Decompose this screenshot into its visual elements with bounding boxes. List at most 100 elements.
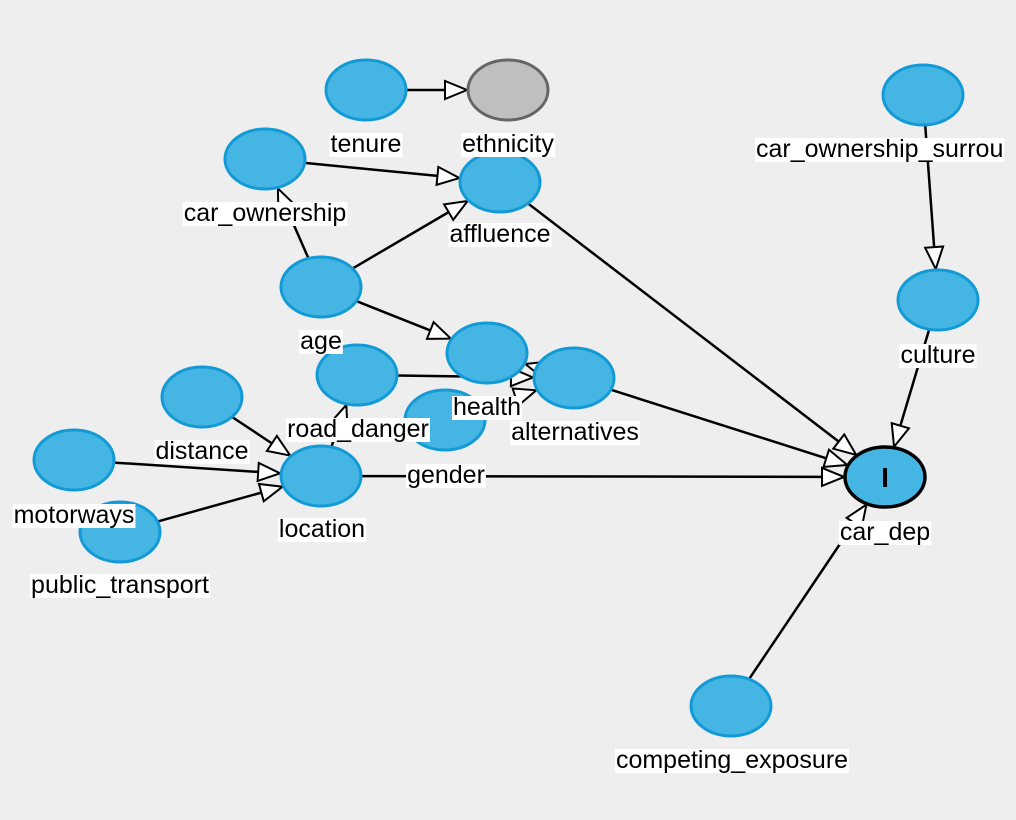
arrowhead [822,448,850,468]
label-background [277,518,367,542]
label-background [614,749,850,773]
node-label: culture [900,341,975,369]
edge-alternatives-to-car_dep [610,388,850,468]
label-road_danger: road_danger [286,415,430,443]
node-road_danger[interactable] [315,343,399,407]
edge-public_transport-to-location [157,482,286,523]
label-public_transport: public_transport [30,571,210,599]
node-label: affluence [449,220,550,248]
node-location[interactable] [279,444,363,508]
edge-line [113,461,259,474]
node-label: public_transport [31,571,209,599]
label-background [451,396,523,420]
arrowhead [257,482,286,503]
node-affluence[interactable] [458,150,542,214]
arrowhead [890,421,911,450]
node-ellipse[interactable] [458,150,542,214]
edge-line [351,211,450,270]
label-distance: distance [154,437,250,465]
node-ellipse[interactable] [532,346,616,410]
label-tenure: tenure [329,130,403,158]
label-health: health [451,393,523,421]
node-ethnicity[interactable] [466,58,550,122]
label-background [154,440,250,464]
node-label: tenure [331,130,402,158]
edge-line [304,161,438,178]
label-background [299,330,343,354]
node-distance[interactable] [160,365,244,429]
label-background [12,504,136,528]
node-ellipse[interactable] [445,321,529,385]
label-competing_exposure: competing_exposure [614,746,850,774]
arrowhead [256,461,283,483]
node-label: location [279,515,365,543]
node-ellipse[interactable] [32,428,116,492]
node-ellipse[interactable] [843,445,927,509]
node-ellipse[interactable] [223,127,307,191]
arrowhead [923,245,945,272]
node-ellipse[interactable] [315,343,399,407]
label-background [286,418,430,442]
label-background [448,223,552,247]
node-ellipse[interactable] [896,268,980,332]
nodes-layer: I [32,58,980,738]
node-ellipse[interactable] [324,58,408,122]
label-car_ownership_surround: car_ownership_surrou [755,135,1005,163]
node-alternatives[interactable] [532,346,616,410]
edge-age-to-health [355,299,454,340]
label-alternatives: alternatives [510,418,640,446]
node-label: car_ownership_surrou [756,135,1003,163]
label-gender: gender [406,461,486,489]
node-health[interactable] [445,321,529,385]
edge-line [355,299,431,332]
arrowhead [444,79,470,101]
node-ellipse[interactable] [279,255,363,319]
label-background [461,133,556,157]
edge-line [231,415,273,445]
node-ellipse[interactable] [466,58,550,122]
arrowhead [820,466,847,488]
label-age: age [299,327,343,355]
label-location: location [277,515,367,543]
arrowhead [265,434,293,458]
label-background [406,464,486,488]
label-background [899,344,977,368]
node-age[interactable] [279,255,363,319]
label-background [329,133,403,157]
node-ellipse[interactable] [881,63,965,127]
label-culture: culture [899,341,977,369]
node-culture[interactable] [896,268,980,332]
edge-distance-to-location [231,415,293,458]
edge-tenure-to-ethnicity [406,79,470,101]
node-label: distance [155,437,248,465]
node-motorways[interactable] [32,428,116,492]
edge-line [610,388,827,460]
label-background [182,202,348,226]
label-ethnicity: ethnicity [461,130,556,158]
node-car_ownership[interactable] [223,127,307,191]
node-car_ownership_surround[interactable] [881,63,965,127]
node-tenure[interactable] [324,58,408,122]
label-background [838,521,932,545]
node-label: health [453,393,521,421]
node-ellipse[interactable] [160,365,244,429]
node-label: motorways [14,501,135,529]
edge-line [157,491,262,523]
node-label: ethnicity [462,130,554,158]
node-label: alternatives [511,418,639,446]
edge-age-to-affluence [351,199,470,270]
node-ellipse[interactable] [279,444,363,508]
node-ellipse[interactable] [689,674,773,738]
edge-motorways-to-location [113,461,283,483]
node-competing_exposure[interactable] [689,674,773,738]
edge-line [527,202,840,443]
edge-car_ownership-to-affluence [304,161,462,187]
label-background [755,138,1005,162]
node-car_dep[interactable]: I [843,445,927,509]
arrowhead [435,165,462,187]
node-label: gender [407,461,485,489]
node-label: car_ownership [184,199,347,227]
node-label: age [300,327,342,355]
edge-line [747,522,856,680]
